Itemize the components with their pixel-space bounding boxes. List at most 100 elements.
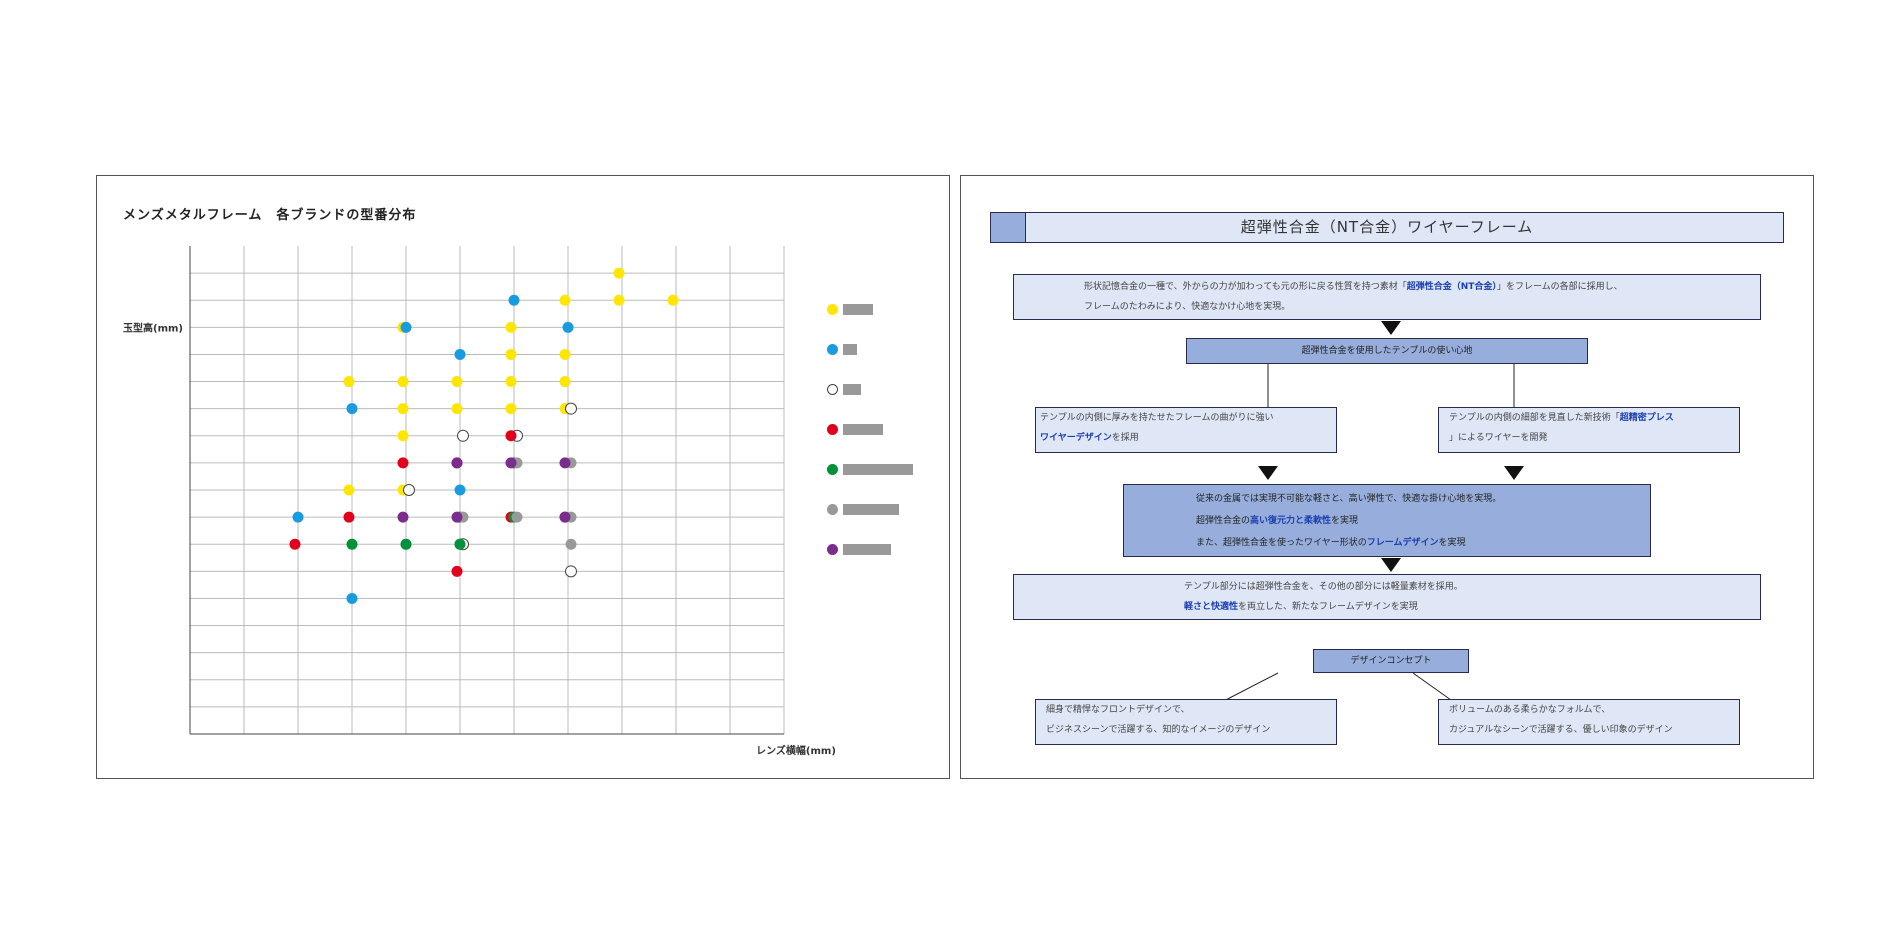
- intro-text-2: フレームのたわみにより、快適なかけ心地を実現。: [1084, 302, 1291, 312]
- legend-label: [843, 303, 873, 315]
- data-point: [505, 430, 517, 442]
- legend-label: [843, 463, 913, 475]
- right-feature-text: テンプルの内側の細部を見直した新技術「: [1449, 413, 1620, 423]
- arrow-down-icon: [1381, 558, 1401, 572]
- data-point: [343, 484, 355, 496]
- data-point: [397, 403, 409, 415]
- data-point: [457, 429, 469, 442]
- data-point: [289, 538, 301, 550]
- legend-item: [827, 422, 883, 436]
- data-point: [562, 321, 574, 333]
- data-point: [559, 511, 571, 523]
- summary-text-1: テンプル部分には超弾性合金を、その他の部分には軽量素材を採用。: [1184, 582, 1463, 592]
- data-point: [346, 538, 358, 550]
- center-text-2-end: を実現: [1331, 516, 1359, 526]
- data-point: [505, 348, 517, 360]
- data-point: [451, 403, 463, 415]
- concept-left-text-1: 細身で精悍なフロントデザインで、: [1046, 705, 1190, 715]
- summary-box: テンプル部分には超弾性合金を、その他の部分には軽量素材を採用。 軽さと快適性を両…: [1013, 574, 1761, 620]
- data-point: [397, 457, 409, 469]
- data-point: [343, 511, 355, 523]
- step-box: 超弾性合金を使用したテンプルの使い心地: [1186, 338, 1588, 364]
- center-text-3: また、超弾性合金を使ったワイヤー形状の: [1196, 538, 1367, 548]
- data-point: [451, 565, 463, 577]
- header-bar: 超弾性合金（NT合金）ワイヤーフレーム: [990, 212, 1784, 243]
- data-point: [400, 538, 412, 550]
- legend-marker-icon: [827, 543, 838, 555]
- arrow-down-icon: [1504, 466, 1524, 480]
- concept-left-box: 細身で精悍なフロントデザインで、 ビジネスシーンで活躍する、知的なイメージのデザ…: [1035, 699, 1337, 745]
- legend-marker-icon: [827, 503, 838, 515]
- data-point: [565, 402, 577, 415]
- data-point: [613, 294, 625, 306]
- legend-label: [843, 423, 883, 435]
- center-result-box: 従来の金属では実現不可能な軽さと、高い弾性で、快適な掛け心地を実現。 超弾性合金…: [1123, 484, 1651, 557]
- summary-text-2: を両立した、新たなフレームデザインを実現: [1238, 602, 1418, 612]
- data-point: [451, 457, 463, 469]
- legend-item: [827, 542, 891, 556]
- data-point: [613, 267, 625, 279]
- connector-lines: [1215, 363, 1515, 706]
- data-point: [397, 376, 409, 388]
- intro-text: 形状記憶合金の一種で、外からの力が加わっても元の形に戻る性質を持つ素材「: [1084, 282, 1407, 292]
- right-feature-highlight: 超精密プレス: [1619, 413, 1674, 423]
- data-point: [505, 376, 517, 388]
- data-point: [292, 511, 304, 523]
- chart-panel: メンズメタルフレーム 各ブランドの型番分布 レンズ横幅(mm)玉型高(mm): [96, 175, 950, 779]
- data-point: [403, 484, 415, 496]
- scatter-chart: レンズ横幅(mm) 玉型高(mm): [123, 246, 836, 757]
- legend-marker-icon: [827, 303, 838, 315]
- legend-marker-icon: [827, 343, 838, 355]
- data-point: [565, 565, 577, 578]
- center-highlight-1: 高い復元力と柔軟性: [1250, 516, 1332, 526]
- center-highlight-2: フレームデザイン: [1366, 538, 1439, 548]
- left-feature-text: テンプルの内側に厚みを持たせたフレームの曲がりに強い: [1040, 413, 1274, 423]
- legend-item: [827, 502, 899, 516]
- left-feature-highlight: ワイヤーデザイン: [1040, 433, 1112, 443]
- legend-label: [843, 343, 857, 355]
- data-point: [343, 376, 355, 388]
- legend-marker-icon: [827, 383, 838, 395]
- legend-label: [843, 383, 861, 395]
- legend-item: [827, 302, 873, 316]
- legend-label: [843, 543, 891, 555]
- diagram-panel: 超弾性合金（NT合金）ワイヤーフレーム 形状記憶合金の一種で、外からの力が加わっ…: [960, 175, 1814, 779]
- legend-item: [827, 382, 861, 396]
- concept-right-box: ボリュームのある柔らかなフォルムで、 カジュアルなシーンで活躍する、優しい印象の…: [1438, 699, 1740, 745]
- concept-right-text-2: カジュアルなシーンで活躍する、優しい印象のデザイン: [1449, 725, 1673, 735]
- arrow-down-icon: [1258, 466, 1278, 480]
- center-text-1: 従来の金属では実現不可能な軽さと、高い弾性で、快適な掛け心地を実現。: [1196, 494, 1502, 504]
- center-text-3-end: を実現: [1438, 538, 1466, 548]
- center-text-2: 超弾性合金の: [1196, 516, 1251, 526]
- legend-item: [827, 462, 913, 476]
- data-point: [565, 538, 577, 550]
- data-point: [559, 376, 571, 388]
- data-point: [505, 321, 517, 333]
- data-point: [508, 294, 520, 306]
- data-point: [397, 430, 409, 442]
- legend-marker-icon: [827, 463, 838, 475]
- data-point: [505, 403, 517, 415]
- data-point: [346, 592, 358, 604]
- left-feature-text-2: を採用: [1111, 433, 1139, 443]
- data-point: [346, 403, 358, 415]
- intro-highlight: 超弾性合金（NT合金）: [1406, 282, 1497, 292]
- data-point: [505, 457, 517, 469]
- data-point: [667, 294, 679, 306]
- concept-right-text-1: ボリュームのある柔らかなフォルムで、: [1449, 705, 1611, 715]
- y-axis-label: 玉型高(mm): [123, 321, 183, 334]
- legend-label: [843, 503, 899, 515]
- data-point: [400, 321, 412, 333]
- concept-left-text-2: ビジネスシーンで活躍する、知的なイメージのデザイン: [1046, 725, 1271, 735]
- x-axis-label: レンズ横幅(mm): [756, 744, 836, 757]
- header-title: 超弾性合金（NT合金）ワイヤーフレーム: [1240, 218, 1534, 236]
- header-accent: [991, 213, 1026, 242]
- data-point: [511, 511, 523, 523]
- legend-item: [827, 342, 857, 356]
- data-point: [559, 348, 571, 360]
- design-concept-label: デザインコンセプト: [1313, 649, 1469, 673]
- summary-highlight: 軽さと快適性: [1184, 602, 1239, 612]
- data-point: [451, 376, 463, 388]
- right-feature-text-2: 」によるワイヤーを開発: [1449, 433, 1548, 443]
- intro-text-end: 」をフレームの各部に採用し、: [1496, 282, 1623, 292]
